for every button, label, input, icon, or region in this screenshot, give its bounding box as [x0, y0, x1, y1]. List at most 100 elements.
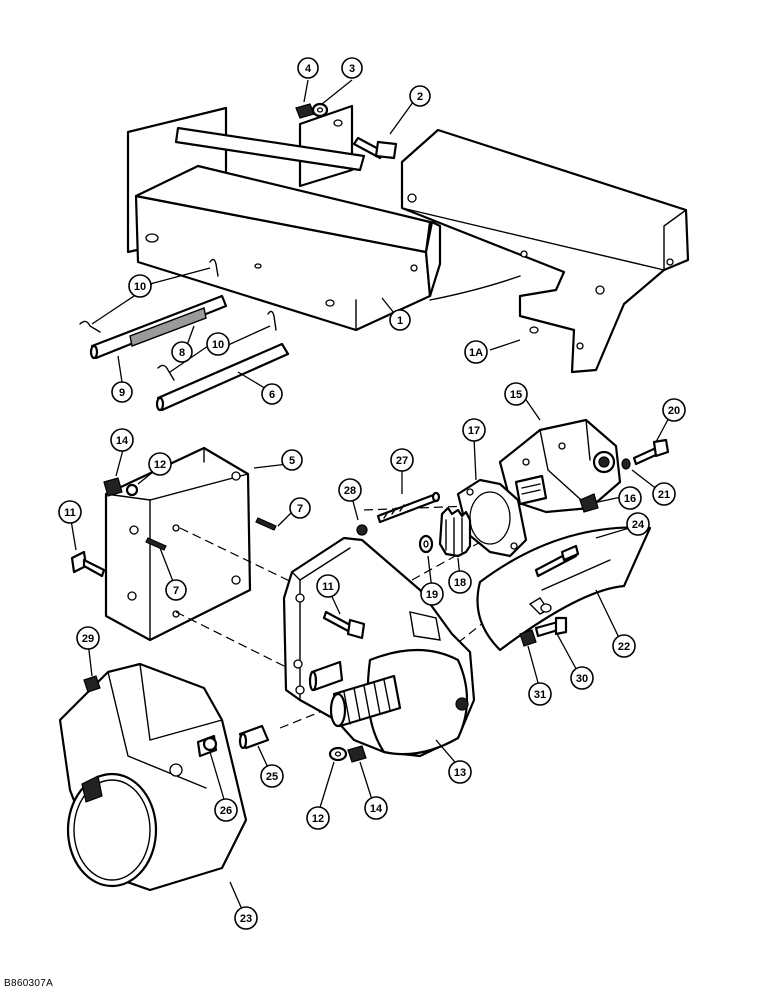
callout-30: 30: [570, 666, 594, 690]
hydraulic-pump-part-15: [498, 418, 622, 514]
callout-3: 3: [341, 57, 363, 79]
callout-24: 24: [626, 512, 650, 536]
callout-circle: [148, 452, 172, 476]
bolt-part-11-lower: [322, 610, 366, 640]
callout-number: 4: [305, 63, 312, 75]
callout-circle: [618, 486, 642, 510]
callout-circle: [528, 682, 552, 706]
callout-circle: [110, 428, 134, 452]
callout-number: 23: [240, 913, 252, 925]
callout-number: 24: [632, 519, 645, 531]
callout-circle: [316, 574, 340, 598]
callout-circle: [409, 85, 431, 107]
washer-part-19: [418, 534, 434, 554]
callout-27: 27: [390, 448, 414, 472]
callout-15: 15: [504, 382, 528, 406]
bolt-part-24: [560, 544, 580, 562]
callout-number: 8: [179, 347, 185, 359]
callout-number: 9: [119, 387, 125, 399]
callout-number: 10: [134, 281, 146, 293]
callout-number: 16: [624, 493, 636, 505]
bolt-part-2: [352, 136, 398, 160]
callout-number: 29: [82, 633, 94, 645]
clip-part-10-lower: [157, 310, 277, 381]
nut-part-4: [295, 103, 315, 119]
callout-number: 27: [396, 455, 408, 467]
fitting-part-16: [579, 493, 599, 513]
callout-circle: [111, 381, 133, 403]
frame-part-1: [126, 104, 442, 332]
sleeve-part-8: [129, 307, 207, 347]
callout-circle: [289, 497, 311, 519]
callout-circle: [206, 332, 230, 356]
callout-number: 25: [266, 771, 278, 783]
nut-part-28: [356, 524, 368, 536]
callout-5: 5: [281, 449, 303, 471]
callout-19: 19: [420, 582, 444, 606]
callout-number: 22: [618, 641, 630, 653]
callout-14a: 14: [110, 428, 134, 452]
callout-1: 1: [389, 309, 411, 331]
callout-circle: [626, 512, 650, 536]
callout-number: 19: [426, 589, 438, 601]
callout-7b: 7: [165, 579, 187, 601]
callout-29: 29: [76, 626, 100, 650]
callout-number: 14: [370, 803, 383, 815]
callout-10a: 10: [128, 274, 152, 298]
nut-part-29: [83, 675, 101, 693]
callout-circle: [341, 57, 363, 79]
callout-number: 30: [576, 673, 588, 685]
callout-10b: 10: [206, 332, 230, 356]
callout-circle: [234, 906, 258, 930]
callout-28: 28: [338, 478, 362, 502]
callout-circle: [464, 340, 488, 364]
nut-part-31: [519, 629, 537, 647]
gasket-part-17: [456, 478, 528, 558]
callout-number: 12: [312, 813, 324, 825]
callout-number: 2: [417, 91, 423, 103]
callout-4: 4: [297, 57, 319, 79]
callout-circle: [214, 798, 238, 822]
bracket-part-5: [104, 446, 252, 642]
callout-circle: [448, 760, 472, 784]
gear-part-18: [438, 506, 472, 558]
cover-part-1a: [400, 128, 690, 374]
callout-21: 21: [652, 482, 676, 506]
clip-part-10-upper: [79, 258, 219, 333]
callout-16: 16: [618, 486, 642, 510]
callout-circle: [128, 274, 152, 298]
callout-number: 6: [269, 389, 275, 401]
callout-11b: 11: [316, 574, 340, 598]
callout-circle: [570, 666, 594, 690]
callout-20: 20: [662, 398, 686, 422]
bolt-part-11-upper: [70, 550, 106, 578]
callout-circle: [171, 341, 193, 363]
callout-number: 14: [116, 435, 129, 447]
callout-circle: [390, 448, 414, 472]
spacer-part-25: [238, 724, 270, 750]
stud-part-27: [376, 491, 441, 524]
washer-part-12-upper: [125, 483, 139, 497]
callout-11a: 11: [58, 500, 82, 524]
callout-circle: [297, 57, 319, 79]
pin-part-6: [155, 342, 290, 412]
callout-circle: [260, 764, 284, 788]
callout-number: 20: [668, 405, 680, 417]
callout-circle: [662, 398, 686, 422]
washer-part-3: [311, 102, 329, 118]
nut-part-14-upper: [103, 477, 123, 497]
callout-26: 26: [214, 798, 238, 822]
callout-number: 10: [212, 339, 224, 351]
washer-part-21: [621, 458, 631, 470]
callout-circle: [612, 634, 636, 658]
callout-circle: [652, 482, 676, 506]
bolt-part-30: [534, 616, 568, 638]
callout-circle: [389, 309, 411, 331]
callout-number: 13: [454, 767, 466, 779]
callout-number: 11: [322, 581, 334, 593]
callout-number: 15: [510, 389, 522, 401]
callout-circle: [364, 796, 388, 820]
callout-circle: [165, 579, 187, 601]
